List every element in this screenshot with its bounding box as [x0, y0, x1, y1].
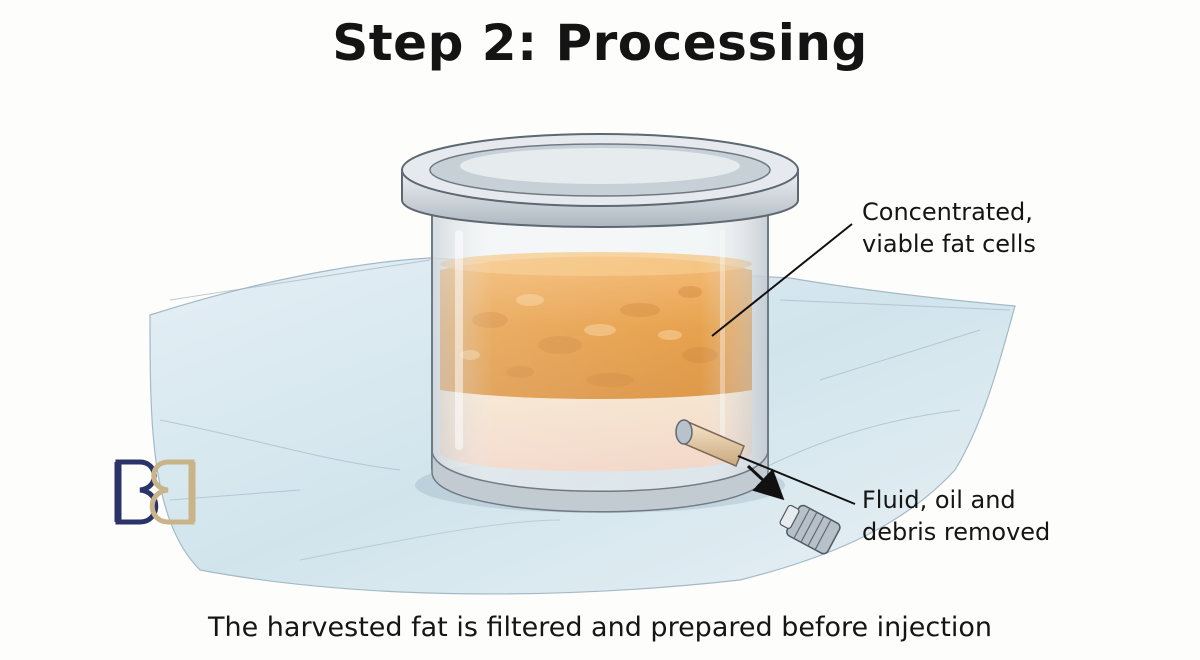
label-fat-cells: Concentrated, viable fat cells — [862, 196, 1036, 260]
jar-lid — [401, 133, 799, 228]
leader-line-waste — [737, 455, 856, 505]
caption: The harvested fat is filtered and prepar… — [208, 612, 992, 643]
label-fat-cells-line-1: Concentrated, — [862, 198, 1033, 226]
label-waste-line-1: Fluid, oil and — [862, 486, 1016, 514]
label-waste: Fluid, oil and debris removed — [862, 484, 1050, 548]
page-title: Step 2: Processing — [332, 14, 868, 72]
brand-logo — [114, 459, 196, 525]
leader-line-fat — [711, 223, 853, 337]
drain-fitting — [779, 504, 841, 555]
label-fat-cells-line-2: viable fat cells — [862, 230, 1036, 258]
label-waste-line-2: debris removed — [862, 518, 1051, 546]
drain-nozzle — [675, 419, 745, 467]
flow-arrow — [746, 464, 785, 501]
